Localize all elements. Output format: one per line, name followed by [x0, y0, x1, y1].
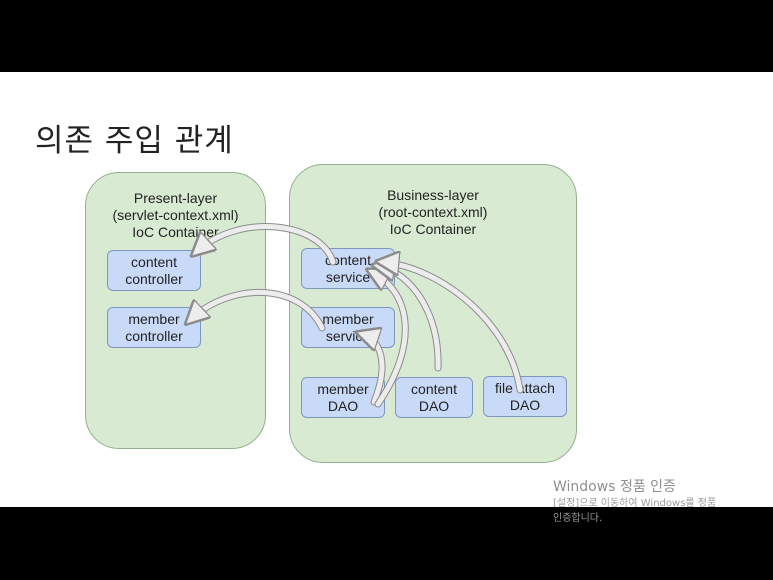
member-dao-line1: member [317, 380, 369, 397]
file-attach-dao-line2: DAO [509, 396, 541, 413]
slide: 의존 주입 관계 Present-layer (servlet-context.… [0, 72, 773, 507]
member-controller-line1: member [128, 310, 180, 327]
watermark-line1: [설정]으로 이동하여 Windows를 정품 [553, 498, 717, 509]
content-dao-box: content DAO [395, 377, 473, 418]
member-controller-line2: controller [125, 327, 183, 344]
present-layer-config: (servlet-context.xml) [112, 207, 239, 223]
member-service-line1: member [322, 310, 374, 327]
windows-activation-watermark: Windows 정품 인증 [설정]으로 이동하여 Windows를 정품 인증… [553, 476, 716, 526]
file-attach-dao-box: file attach DAO [483, 376, 567, 417]
content-controller-box: content controller [107, 250, 201, 291]
content-dao-line1: content [411, 380, 457, 397]
content-controller-line2: controller [125, 270, 183, 287]
member-dao-line2: DAO [327, 397, 359, 414]
file-attach-dao-line1: file attach [495, 379, 555, 396]
present-layer-container-label: IoC Container [132, 224, 219, 240]
slide-title: 의존 주입 관계 [35, 123, 234, 159]
watermark-line2: 인증합니다. [553, 513, 603, 524]
member-service-box: member service [301, 307, 395, 348]
bottom-letterbox-bar [0, 507, 773, 580]
content-dao-line2: DAO [418, 397, 450, 414]
top-letterbox-bar [0, 0, 773, 72]
present-layer-title: Present-layer (servlet-context.xml) IoC … [86, 190, 265, 241]
content-service-box: content service [301, 248, 395, 289]
business-layer-title: Business-layer (root-context.xml) IoC Co… [290, 187, 576, 238]
member-service-line2: service [325, 327, 371, 344]
business-layer-container-label: IoC Container [389, 221, 477, 237]
content-service-line1: content [325, 251, 371, 268]
member-controller-box: member controller [107, 307, 201, 348]
content-service-line2: service [325, 268, 371, 285]
business-layer-config: (root-context.xml) [378, 204, 488, 220]
content-controller-line1: content [131, 253, 177, 270]
member-dao-box: member DAO [301, 377, 385, 418]
present-layer-name: Present-layer [133, 190, 218, 206]
business-layer-name: Business-layer [387, 187, 479, 203]
watermark-title: Windows 정품 인증 [553, 479, 676, 495]
